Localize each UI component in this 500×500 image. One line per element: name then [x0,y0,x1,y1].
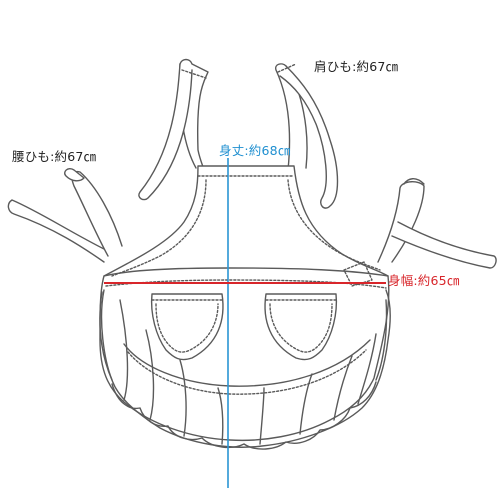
waist-strap-right [377,178,497,269]
shoulder-strap-label: 肩ひも:約67㎝ [314,59,399,74]
apron-body [99,165,390,442]
body-width-label: 身幅:約65㎝ [388,273,460,288]
shoulder-strap-right [274,63,339,209]
waist-strap-label: 腰ひも:約67㎝ [12,149,97,164]
body-length-label: 身丈:約68㎝ [219,143,291,158]
pocket-right [264,293,338,361]
apron-ruffle [99,289,391,450]
shoulder-strap-left [138,58,209,201]
pocket-left [150,293,224,361]
waist-strap-left [7,167,123,263]
